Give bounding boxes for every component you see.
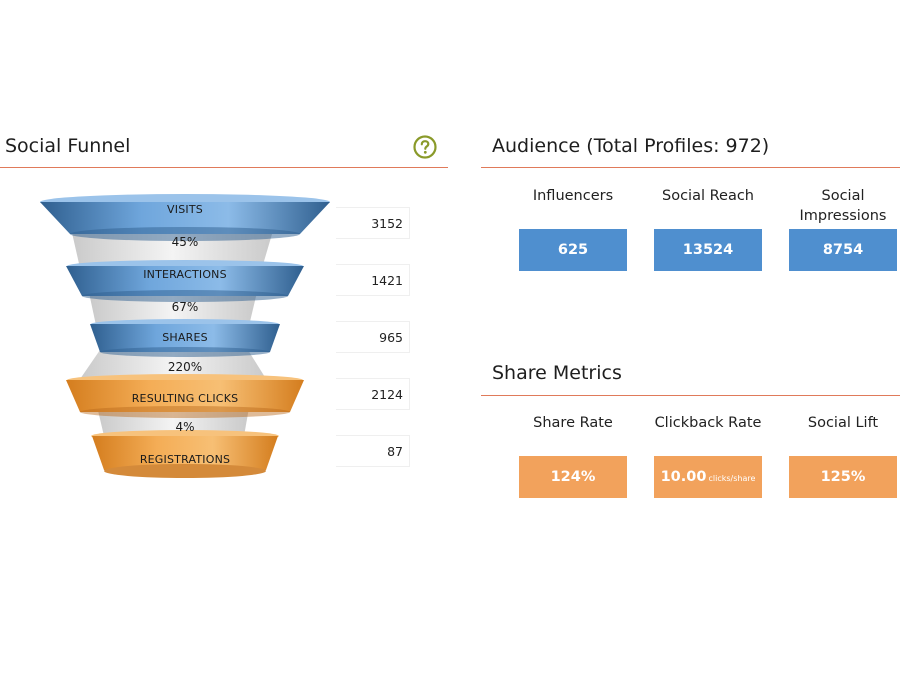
funnel-stage-label: SHARES (162, 331, 208, 344)
funnel-stage-label: REGISTRATIONS (139, 453, 231, 466)
clickback-rate-number: 10.00 (660, 469, 707, 485)
stage-count-shares: 965 (336, 321, 410, 353)
stage-count-interactions: 1421 (336, 264, 410, 296)
share-rate-label: Share Rate (533, 415, 613, 431)
funnel-stage-label: INTERACTIONS (143, 268, 227, 281)
funnel-stage-label: RESULTING CLICKS (131, 392, 239, 405)
funnel-band-interactions (66, 260, 304, 302)
question-circle-icon[interactable] (413, 135, 437, 159)
social-lift-number: 125% (820, 469, 866, 485)
social-impressions-label: Social Impressions (799, 188, 887, 224)
funnel-graphic (40, 194, 330, 478)
conversion-rate: 67% (171, 300, 199, 314)
funnel-panel-divider (0, 167, 448, 168)
stage-count-registrations: 87 (336, 435, 410, 467)
conversion-rate: 45% (171, 235, 199, 249)
social-funnel: VISITS 45% INTERACTIONS 67% SHARES 220% … (0, 180, 340, 490)
funnel-panel-title: Social Funnel (5, 135, 131, 157)
conversion-rate: 4% (175, 420, 195, 434)
share-metrics-panel-title: Share Metrics (492, 362, 622, 384)
influencers-label: Influencers (532, 188, 614, 204)
clickback-rate-label: Clickback Rate (654, 415, 762, 431)
audience-panel-divider (481, 167, 900, 168)
social-reach-value: 13524 (654, 229, 762, 271)
funnel-band-resulting-clicks (66, 374, 304, 418)
share-metrics-panel-divider (481, 395, 900, 396)
social-impressions-value: 8754 (789, 229, 897, 271)
stage-count-visits: 3152 (336, 207, 410, 239)
conversion-rate: 220% (167, 360, 203, 374)
share-rate-number: 124% (550, 469, 596, 485)
funnel-band-registrations (91, 430, 279, 478)
funnel-band-visits (40, 194, 330, 241)
stage-count-resulting-clicks: 2124 (336, 378, 410, 410)
social-lift-value: 125% (789, 456, 897, 498)
share-rate-value: 124% (519, 456, 627, 498)
funnel-stage-label: VISITS (167, 203, 203, 216)
influencers-value: 625 (519, 229, 627, 271)
funnel-band-shares (90, 319, 280, 357)
clickback-rate-unit: clicks/share (708, 474, 756, 483)
social-reach-label: Social Reach (662, 188, 754, 204)
social-lift-label: Social Lift (807, 415, 879, 431)
audience-panel-title: Audience (Total Profiles: 972) (492, 135, 770, 157)
